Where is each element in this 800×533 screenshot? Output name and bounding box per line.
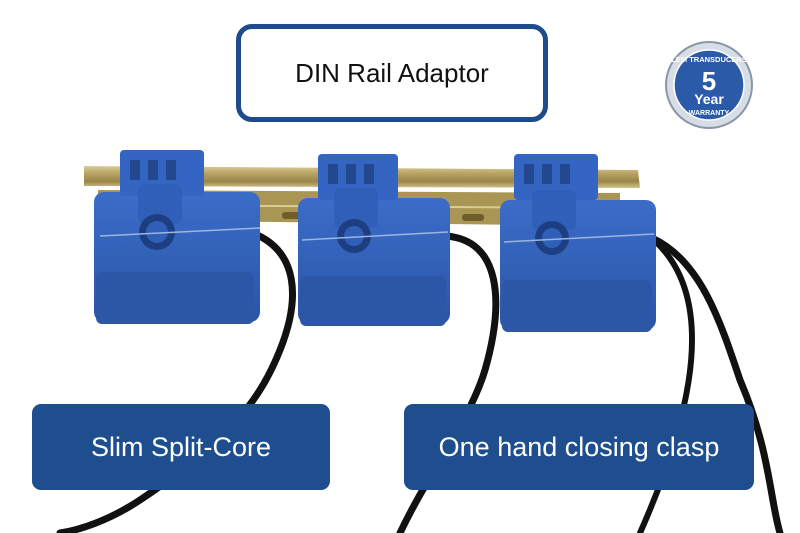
split-core-sensor-2 <box>298 154 450 326</box>
badge-top-text: LEM TRANSDUCERS <box>671 55 746 64</box>
split-core-sensor-1 <box>94 150 261 324</box>
din-rail-adaptor-callout: DIN Rail Adaptor <box>236 24 548 122</box>
badge-bottom-text: WARRANTY <box>689 110 730 117</box>
badge-number: 5 <box>702 66 716 96</box>
slim-split-core-callout: Slim Split-Core <box>32 404 330 490</box>
split-core-sensor-3 <box>500 154 656 332</box>
closing-clasp-callout: One hand closing clasp <box>404 404 754 490</box>
badge-year: Year <box>694 91 724 107</box>
warranty-badge: LEM TRANSDUCERS 5 Year WARRANTY <box>665 41 753 129</box>
